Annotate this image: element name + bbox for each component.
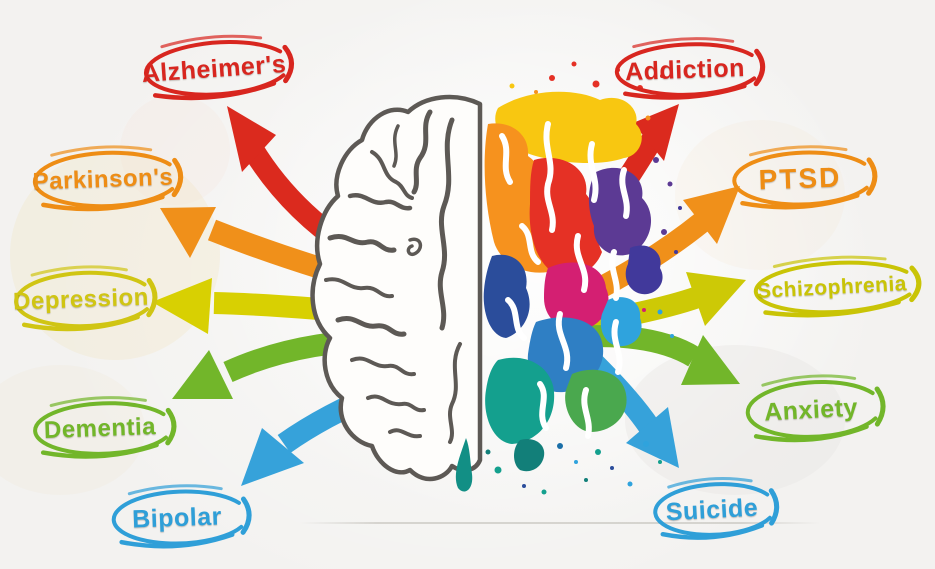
label-text: Dementia — [43, 413, 157, 444]
label-text: Depression — [12, 283, 150, 316]
label-ptsd: PTSD — [718, 139, 882, 219]
hand-drawn-ellipse — [98, 478, 256, 557]
hand-drawn-ellipse — [600, 31, 770, 109]
label-schizophrenia: Schizophrenia — [736, 248, 927, 328]
label-addiction: Addiction — [600, 31, 770, 109]
label-alzheimers: Alzheimer's — [128, 26, 301, 112]
label-text: Bipolar — [131, 501, 223, 534]
label-dementia: Dementia — [19, 390, 181, 468]
label-text: PTSD — [758, 161, 842, 196]
brain-right-paint — [483, 91, 663, 472]
hand-drawn-ellipse — [731, 367, 891, 453]
hand-drawn-ellipse — [0, 259, 162, 341]
label-anxiety: Anxiety — [731, 367, 891, 453]
label-text: Suicide — [665, 493, 759, 526]
label-parkinsons: Parkinson's — [18, 139, 189, 221]
hand-drawn-ellipse — [19, 390, 181, 468]
label-text: Parkinson's — [32, 163, 174, 196]
label-suicide: Suicide — [640, 470, 784, 549]
label-text: Anxiety — [763, 393, 859, 426]
label-text: Addiction — [624, 53, 746, 86]
hand-drawn-ellipse — [718, 139, 882, 219]
hand-drawn-ellipse — [128, 26, 301, 112]
hand-drawn-ellipse — [736, 248, 927, 328]
backdrop-edge-line — [300, 522, 820, 524]
label-bipolar: Bipolar — [98, 478, 256, 557]
brain-left-sketch — [310, 94, 483, 482]
hand-drawn-ellipse — [640, 470, 784, 549]
label-depression: Depression — [0, 259, 162, 341]
hand-drawn-ellipse — [18, 139, 189, 221]
